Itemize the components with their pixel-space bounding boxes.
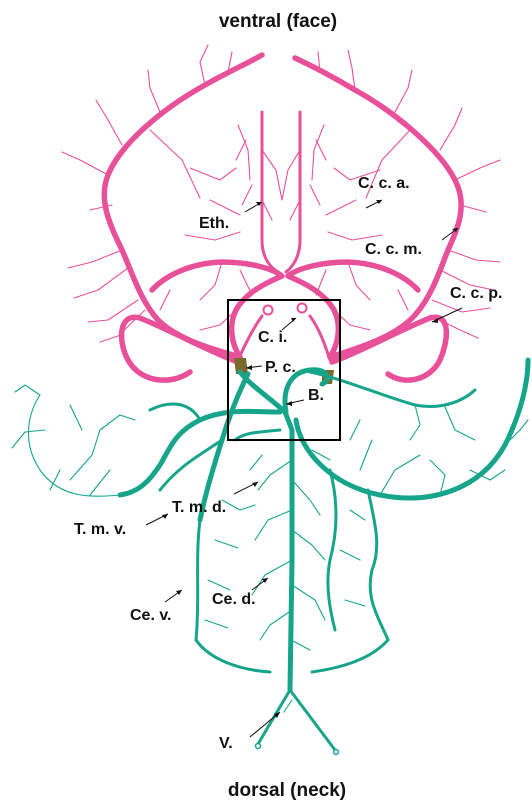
right-vertebral-end (334, 750, 339, 755)
left-cerebral-artery-arch (104, 55, 262, 357)
cerebellar-bottom-left (196, 640, 270, 672)
left-far-arc (28, 395, 120, 496)
left-vertebral-end (256, 744, 261, 749)
vertebral-artery-right (290, 690, 335, 750)
left-ventral-cerebellar-loop (196, 520, 200, 640)
cerebellar-right-inner (328, 470, 336, 630)
label-cev: Ce. v. (130, 607, 172, 624)
left-carotid-stump (264, 306, 273, 315)
label-ci: C. i. (258, 329, 287, 346)
label-ccp: C. c. p. (450, 285, 502, 302)
label-pc: P. c. (265, 359, 296, 376)
label-tmd: T. m. d. (172, 499, 226, 516)
label-tmv: T. m. v. (74, 521, 126, 538)
label-ccm: C. c. m. (365, 241, 422, 258)
right-cerebellar-side (368, 490, 388, 640)
label-eth: Eth. (199, 215, 229, 232)
label-ced: Ce. d. (212, 591, 256, 608)
title-dorsal: dorsal (neck) (228, 780, 346, 801)
basilar-artery (240, 372, 292, 690)
posterior-circulation-vessels (12, 360, 528, 755)
label-v: V. (219, 735, 233, 752)
left-ethmoidal-artery (262, 112, 278, 272)
right-internal-carotid (310, 316, 330, 360)
dorsal-fine-branches (205, 450, 365, 712)
t-m-d-branch (235, 430, 280, 440)
label-b: B. (308, 387, 324, 404)
right-cerebral-artery-arch (295, 58, 461, 357)
label-cca: C. c. a. (358, 175, 410, 192)
cerebellar-bottom-right (312, 640, 388, 672)
left-horizontal-branch (150, 404, 200, 420)
right-carotid-stump (298, 304, 307, 313)
title-ventral: ventral (face) (219, 11, 337, 32)
right-ethmoidal-artery (286, 112, 300, 272)
